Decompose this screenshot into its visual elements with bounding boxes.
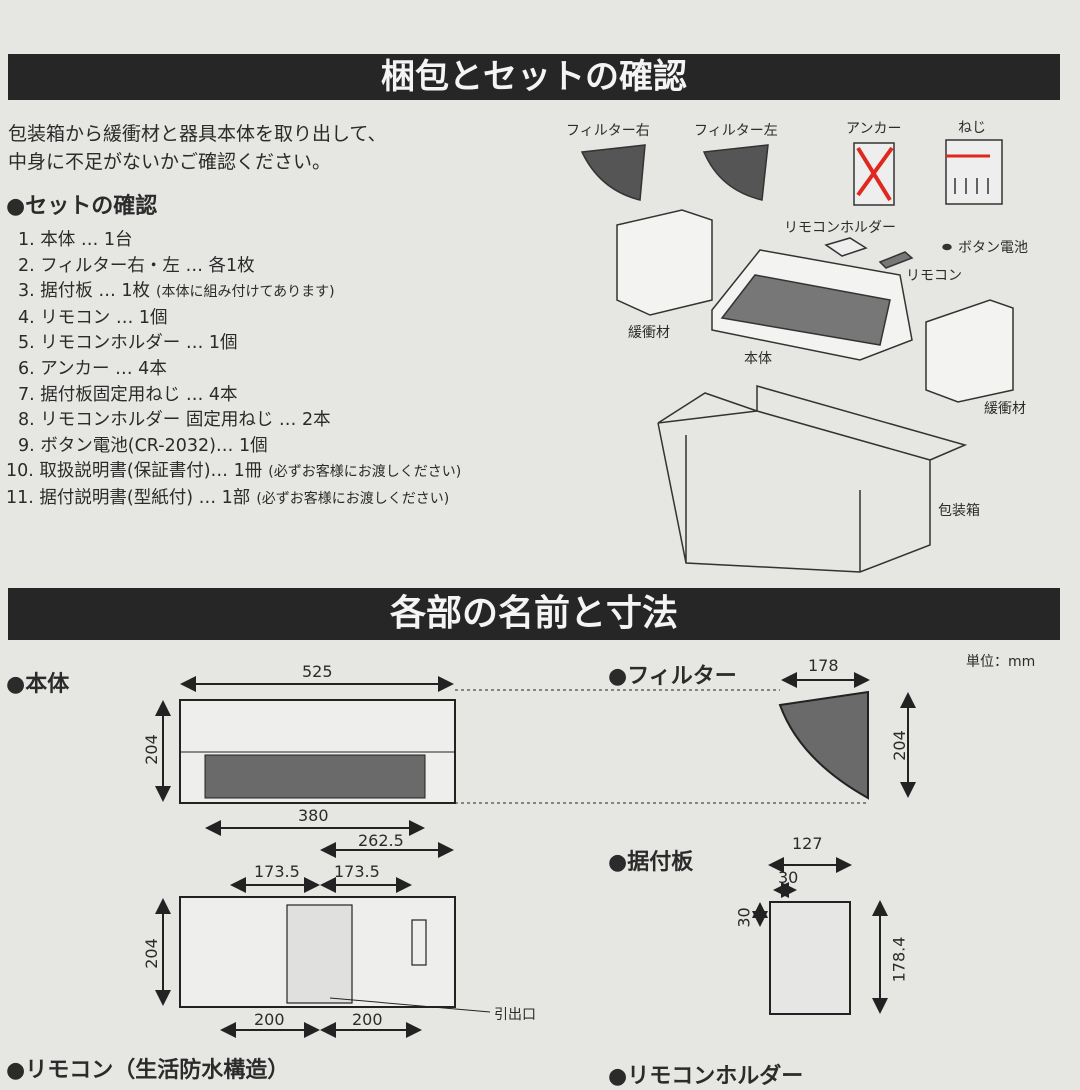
label-box: 包装箱 <box>938 503 980 519</box>
set-item-text: 5. リモコンホルダー … 1個 <box>18 333 238 354</box>
filter-left-drawing <box>702 144 769 201</box>
dim-back-height: 204 <box>141 938 161 969</box>
body-heading: ●本体 <box>6 672 70 697</box>
anchor-bag <box>853 142 895 206</box>
set-item: 7. 据付板固定用ねじ … 4本 <box>18 383 461 409</box>
label-screw: ねじ <box>958 120 986 136</box>
label-filter-right: フィルター右 <box>566 123 650 139</box>
body-back-drawing <box>179 896 456 1008</box>
dim-body-width: 525 <box>302 662 333 681</box>
intro-line: 包装箱から緩衝材と器具本体を取り出して、 <box>8 123 387 145</box>
dim-plate-width: 127 <box>792 834 823 853</box>
intro-text: 包装箱から緩衝材と器具本体を取り出して、 中身に不足がないかご確認ください。 <box>8 120 386 176</box>
section-title-parts-dimensions: 各部の名前と寸法 <box>8 588 1060 640</box>
dim-filter-width: 178 <box>808 656 839 675</box>
label-button-battery: ボタン電池 <box>958 240 1028 256</box>
filter-right-drawing <box>580 144 646 201</box>
dim-plate-inner-width: 30 <box>778 868 799 887</box>
set-item: 8. リモコンホルダー 固定用ねじ … 2本 <box>18 408 461 434</box>
dim-plate-height: 178.4 <box>889 936 909 983</box>
unit-label: 単位：mm <box>966 654 1036 670</box>
set-item-text: 4. リモコン … 1個 <box>18 307 168 328</box>
set-item: 3. 据付板 … 1枚 (本体に組み付けてあります) <box>18 279 461 306</box>
set-item-text: 6. アンカー … 4本 <box>18 358 167 379</box>
label-cushion-left: 緩衝材 <box>628 325 670 341</box>
set-item-list: 1. 本体 … 1台 2. フィルター右・左 … 各1枚 3. 据付板 … 1枚 (本… <box>6 228 461 513</box>
dim-grille-width: 380 <box>298 806 329 825</box>
body-front-drawing <box>179 699 456 804</box>
dim-right-offset: 262.5 <box>358 831 404 850</box>
set-item-text: 11. 据付説明書(型紙付) … 1部 <box>6 487 251 508</box>
cushion-right-drawing <box>925 299 1014 403</box>
intro-line: 中身に不足がないかご確認ください。 <box>8 151 332 173</box>
dim-body-height: 204 <box>141 734 161 765</box>
screw-bag <box>945 139 1003 205</box>
outlet-label: 引出口 <box>494 1007 536 1023</box>
set-item: 5. リモコンホルダー … 1個 <box>18 331 461 357</box>
box-drawing <box>657 385 968 573</box>
dim-left-half: 173.5 <box>254 862 300 881</box>
set-item-text: 1. 本体 … 1台 <box>18 230 133 250</box>
dim-bottom-right: 200 <box>352 1010 383 1029</box>
filter-heading: ●フィルター <box>608 664 737 689</box>
dim-filter-height: 204 <box>889 730 909 761</box>
set-item-note: (必ずお客様にお渡しください) <box>268 464 462 481</box>
dim-plate-inner-height: 30 <box>734 907 754 928</box>
set-item: 11. 据付説明書(型紙付) … 1部 (必ずお客様にお渡しください) <box>6 486 461 513</box>
dim-right-half: 173.5 <box>334 862 380 881</box>
holder-heading: ●リモコンホルダー <box>608 1064 804 1089</box>
set-item-note: (本体に組み付けてあります) <box>156 284 335 301</box>
set-item-note: (必ずお客様にお渡しください) <box>256 490 450 507</box>
set-item-text: 10. 取扱説明書(保証書付)… 1冊 <box>6 461 263 482</box>
set-check-heading: ●セットの確認 <box>6 194 158 219</box>
set-item: 4. リモコン … 1個 <box>18 306 461 332</box>
set-item: 1. 本体 … 1台 <box>18 228 461 254</box>
set-item: 6. アンカー … 4本 <box>18 357 461 383</box>
label-cushion-right: 緩衝材 <box>984 401 1026 417</box>
section-title-package-check: 梱包とセットの確認 <box>8 54 1060 100</box>
label-remote: リモコン <box>906 268 962 284</box>
filter-side-drawing <box>778 690 869 800</box>
body-drawing <box>711 249 913 361</box>
cushion-left-drawing <box>616 209 713 316</box>
set-item-text: 2. フィルター右・左 … 各1枚 <box>18 255 255 276</box>
set-item-text: 9. ボタン電池(CR-2032)… 1個 <box>18 435 268 456</box>
remote-heading: ●リモコン（生活防水構造） <box>6 1058 290 1083</box>
set-item-text: 8. リモコンホルダー 固定用ねじ … 2本 <box>18 410 331 431</box>
mounting-plate-drawing <box>769 901 851 1015</box>
set-item: 10. 取扱説明書(保証書付)… 1冊 (必ずお客様にお渡しください) <box>6 459 461 486</box>
label-remote-holder: リモコンホルダー <box>784 220 896 236</box>
set-item: 9. ボタン電池(CR-2032)… 1個 <box>18 434 461 460</box>
set-item-text: 7. 据付板固定用ねじ … 4本 <box>18 384 238 405</box>
label-anchor: アンカー <box>846 121 902 137</box>
label-filter-left: フィルター左 <box>694 123 778 139</box>
plate-heading: ●据付板 <box>608 850 694 875</box>
set-item: 2. フィルター右・左 … 各1枚 <box>18 254 461 280</box>
label-body: 本体 <box>744 351 772 367</box>
dim-bottom-left: 200 <box>254 1010 285 1029</box>
set-item-text: 3. 据付板 … 1枚 <box>18 281 151 302</box>
